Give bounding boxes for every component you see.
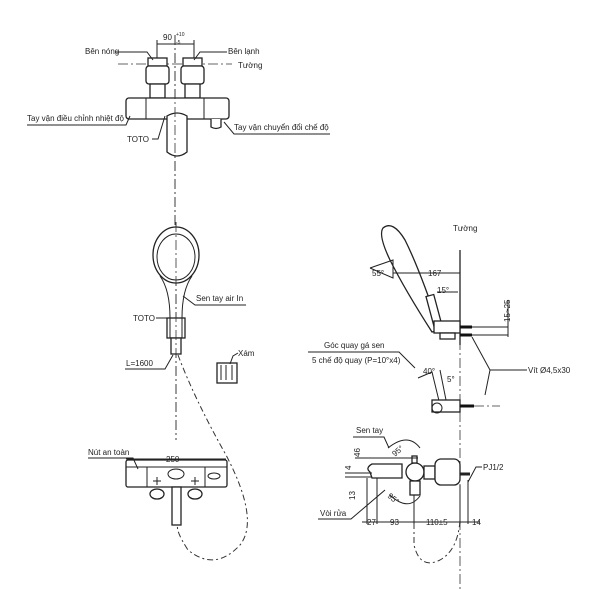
diverter-knob <box>405 462 425 482</box>
mode-knob <box>210 119 222 130</box>
label-safety-button: Nút an toàn <box>88 448 129 457</box>
label-wall-side: Tường <box>453 224 477 233</box>
dim-4: 4 <box>344 465 353 470</box>
hand-shower-front: Sen tay air In TOTO L=1600 Xám <box>125 222 255 440</box>
angle-40: 40° <box>423 367 435 376</box>
label-rotation-modes: 5 chế độ quay (P=10°x4) <box>312 356 401 365</box>
label-hose-length: L=1600 <box>126 359 153 368</box>
shower-holder <box>216 362 238 384</box>
cold-inlet <box>187 488 203 500</box>
dim-tol-minus: -5 <box>176 40 181 46</box>
cold-nut <box>182 57 203 67</box>
label-hand-shower-side: Sen tay <box>356 426 383 435</box>
label-hand-shower: Sen tay air In <box>196 294 243 303</box>
label-screw: Vít Ø4,5x30 <box>528 366 571 375</box>
spout <box>166 112 188 157</box>
lower-bracket <box>431 399 461 413</box>
dim-width: 250 <box>166 455 180 464</box>
hot-inlet <box>149 488 165 500</box>
dim-tol-plus: +10 <box>176 32 185 38</box>
top-view: 90 +10 -5 Bên nóng Bên lạnh Tường Tay vậ… <box>27 32 330 225</box>
hot-nut <box>147 57 168 67</box>
mixer-side-body <box>434 458 461 486</box>
dim-spacing: 90 <box>163 33 172 42</box>
dim-mount-range: 15~25 <box>503 299 512 322</box>
upper-bracket <box>433 320 461 334</box>
dim-27: 27 <box>367 518 376 527</box>
angle-head: 55° <box>372 269 384 278</box>
spout-side <box>367 463 403 479</box>
angle-95-top: 95° <box>390 444 405 459</box>
label-spout: Vòi rửa <box>320 509 347 518</box>
angle-5: 5° <box>447 375 455 384</box>
angle-tilt: 15° <box>437 286 449 295</box>
dim-reach: 167 <box>428 269 442 278</box>
dim-110: 110±5 <box>426 518 448 527</box>
label-temp-handle: Tay vận điều chỉnh nhiệt độ <box>27 114 125 123</box>
hose <box>177 354 248 561</box>
side-view: Tường 167 55° 15° 15~25 Góc quay gá sen … <box>308 224 571 590</box>
label-rotation-title: Góc quay gá sen <box>324 341 384 350</box>
label-brand-2: TOTO <box>133 314 155 323</box>
outlet-pipe <box>171 486 182 526</box>
label-hot: Bên nóng <box>85 47 119 56</box>
label-connection: PJ1/2 <box>483 463 504 472</box>
label-cold: Bên lạnh <box>228 47 260 56</box>
label-holder-color: Xám <box>238 349 255 358</box>
mixer-front-view: 250 Nút an toàn <box>88 448 228 526</box>
label-mode-handle: Tay vận chuyển đổi chế độ <box>234 123 329 132</box>
angle-95-bottom: 95° <box>386 491 401 506</box>
dim-13: 13 <box>348 491 357 500</box>
label-brand: TOTO <box>127 135 149 144</box>
dim-14: 14 <box>472 518 481 527</box>
label-wall: Tường <box>238 61 262 70</box>
dim-46: 46 <box>353 448 362 457</box>
dim-93: 93 <box>390 518 399 527</box>
